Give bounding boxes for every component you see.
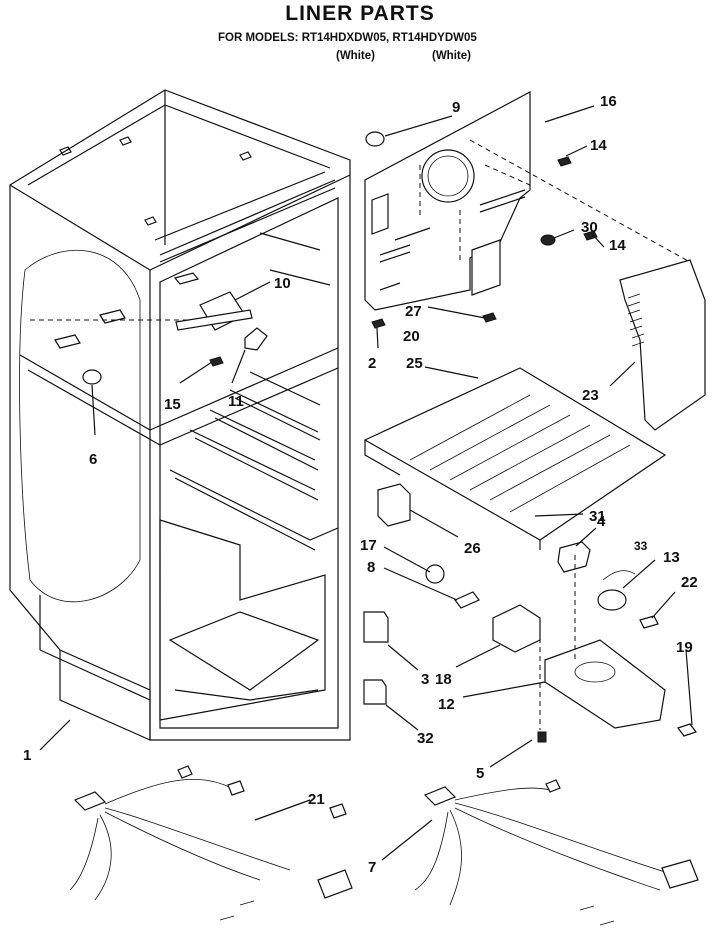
model-color-2: (White) — [432, 50, 471, 62]
wire-harness-left — [69, 765, 353, 921]
callout-16: 16 — [600, 93, 617, 110]
callout-20: 20 — [403, 328, 420, 345]
callout-14b: 14 — [609, 237, 626, 254]
callout-12: 12 — [438, 696, 455, 713]
callout-14a: 14 — [590, 137, 607, 154]
rear-panel — [364, 91, 531, 311]
callout-33: 33 — [634, 539, 648, 553]
model-color-1: (White) — [336, 50, 375, 62]
diagram-title: LINER PARTS — [285, 2, 435, 25]
callout-6: 6 — [89, 451, 97, 468]
assembly-guides — [419, 139, 691, 730]
callout-13: 13 — [663, 549, 680, 566]
callout-3: 3 — [421, 671, 429, 688]
callout-5: 5 — [476, 765, 484, 782]
evaporator-cover — [619, 259, 706, 431]
wire-harness-right — [414, 779, 699, 926]
callout-22: 22 — [681, 574, 698, 591]
callout-26: 26 — [464, 540, 481, 557]
callout-27: 27 — [405, 303, 422, 320]
callout-32: 32 — [417, 730, 434, 747]
models-line: FOR MODELS: RT14HDXDW05, RT14HDYDW05 — [218, 32, 477, 44]
callout-17: 17 — [360, 537, 377, 554]
callout-15: 15 — [164, 396, 181, 413]
callout-31: 31 — [589, 508, 606, 525]
small-parts — [82, 131, 598, 743]
callout-21: 21 — [308, 791, 325, 808]
leader-lines — [39, 105, 693, 861]
callout-11: 11 — [228, 393, 244, 410]
callout-25: 25 — [406, 355, 423, 372]
callout-23: 23 — [582, 387, 599, 404]
callout-1: 1 — [23, 747, 31, 764]
callout-7: 7 — [368, 859, 376, 876]
callout-19: 19 — [676, 639, 693, 656]
callout-labels: 1 2 3 4 5 6 7 8 9 10 11 12 13 14 14 15 1… — [23, 93, 698, 876]
callout-2: 2 — [368, 355, 376, 372]
callout-30: 30 — [581, 219, 598, 236]
callout-8: 8 — [367, 559, 375, 576]
evaporator-fan-assembly — [175, 291, 268, 351]
liner-cabinet — [9, 89, 351, 741]
shelf-frame — [363, 367, 667, 550]
callout-4: 4 — [597, 513, 606, 530]
callout-9: 9 — [452, 99, 460, 116]
callout-10: 10 — [274, 275, 291, 292]
callout-18: 18 — [435, 671, 452, 688]
